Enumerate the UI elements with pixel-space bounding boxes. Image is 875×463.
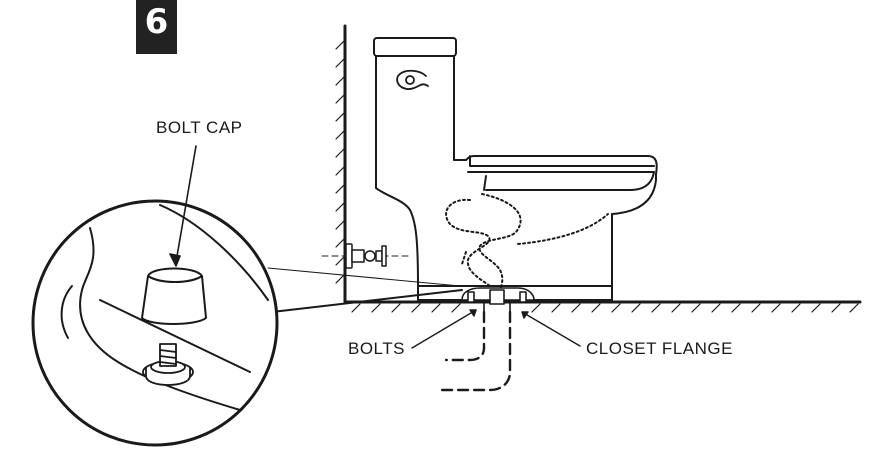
detail-magnifier bbox=[31, 145, 279, 447]
closet-flange-assembly bbox=[461, 287, 535, 313]
label-leaders bbox=[411, 309, 581, 349]
bolt-cap-icon bbox=[141, 267, 207, 325]
wall bbox=[335, 24, 347, 304]
bolts-leader-line bbox=[411, 309, 477, 349]
trapway bbox=[445, 193, 609, 291]
step-number-badge: 6 bbox=[136, 0, 177, 54]
toilet-bowl bbox=[375, 155, 658, 301]
closet-flange-label: CLOSET FLANGE bbox=[586, 339, 733, 358]
toilet-tank bbox=[373, 37, 457, 189]
bolt-icon bbox=[142, 343, 194, 386]
bolt-cap-label: BOLT CAP bbox=[156, 118, 243, 137]
bolt-cap-leader bbox=[169, 145, 197, 267]
bolts-label: BOLTS bbox=[348, 339, 405, 358]
flange-leader-line bbox=[521, 311, 581, 347]
magnifier-connector bbox=[267, 267, 463, 313]
drain-pipe bbox=[436, 310, 512, 392]
flush-button-icon bbox=[396, 69, 429, 90]
floor bbox=[343, 300, 862, 313]
water-supply-valve bbox=[321, 243, 413, 269]
